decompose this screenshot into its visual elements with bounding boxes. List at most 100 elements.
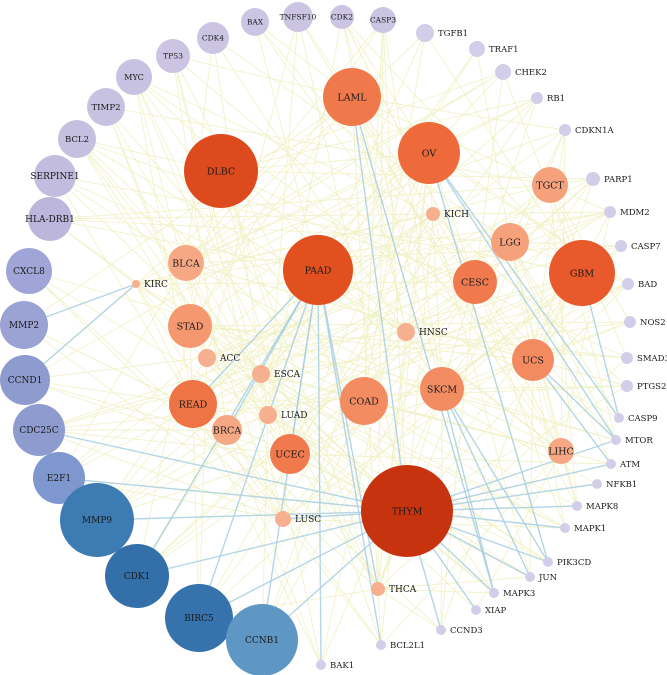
node-label: CCND1 [8,376,43,386]
node-circle [560,523,570,533]
cancer-node-luad: LUAD [259,406,308,424]
node-label: THCA [389,585,417,595]
node-circle [340,377,388,425]
node-label: CDK2 [331,13,353,22]
node-label: HLA-DRB1 [25,215,75,225]
network-edge [432,213,628,387]
network-edge [206,357,495,594]
gene-node-smad3: SMAD3 [621,352,667,364]
node-label: PTGS2 [637,382,666,392]
cancer-node-read: READ [169,380,217,428]
network-edge [405,211,611,333]
node-label: CASP9 [628,414,658,424]
network-edge [49,218,511,243]
node-label: STAD [177,321,204,332]
network-edge [254,21,319,271]
network-edge [260,321,631,375]
network-edge [133,76,365,402]
network-edge [363,400,578,507]
network-edge [172,55,534,361]
network-edge [532,359,612,465]
network-edge [377,588,495,594]
node-circle [489,588,499,598]
node-label: LAML [337,92,367,103]
gene-node-hla-drb1: HLA-DRB1 [25,197,75,241]
node-circle [416,24,434,42]
cancer-node-stad: STAD [168,304,212,348]
cancer-node-laml: LAML [323,68,381,126]
node-label: SKCM [427,384,458,395]
node-label: CCNB1 [245,636,279,646]
network-edge [136,453,291,577]
network-edge [440,281,476,631]
gene-node-mapk3: MAPK3 [489,588,535,599]
network-edge [189,325,628,359]
node-circle [614,413,624,423]
network-edge [23,324,284,520]
node-circle [58,120,96,158]
gene-node-serpine1: SERPINE1 [30,155,80,197]
node-circle [6,248,52,294]
network-edge [220,170,628,359]
gene-node-myc: MYC [116,59,152,95]
node-label: OV [422,148,437,159]
cancer-node-lihc: LIHC [548,438,574,464]
node-label: UCEC [275,449,304,460]
cancer-node-hnsc: HNSC [397,323,448,341]
network-edge [105,106,365,402]
node-label: RB1 [547,94,565,104]
node-circle [615,240,627,252]
gene-node-bax: BAX [241,8,269,36]
network-edge [23,324,408,512]
network-edge [105,106,379,590]
node-circle [586,172,600,186]
node-circle [606,459,616,469]
network-edge [58,213,434,479]
network-edge [76,138,262,375]
node-label: PIK3CD [557,558,591,568]
node-circle [0,355,50,405]
cancer-node-skcm: SKCM [420,367,464,411]
node-label: BCL2 [65,135,89,145]
network-edge [509,241,566,529]
network-edge [38,429,408,512]
network-edge [24,379,408,512]
node-label: GBM [570,268,595,279]
node-label: BIRC5 [184,614,214,624]
cancer-node-kich: KICH [426,207,469,221]
cancer-node-esca: ESCA [252,365,301,383]
node-circle [252,365,270,383]
gene-node-nfkb1: NFKB1 [592,479,637,490]
node-label: MAPK3 [503,589,535,599]
gene-node-cdk1: CDK1 [105,544,169,608]
cancer-node-coad: COAD [340,377,388,425]
cancer-node-blca: BLCA [168,245,204,281]
node-circle [60,483,134,557]
cancer-node-cesc: CESC [453,260,497,304]
node-circle [28,197,72,241]
network-edge [172,55,284,520]
network-edge [226,283,629,431]
network-edge [133,76,194,405]
node-circle [283,235,353,305]
node-label: MDM2 [620,208,650,218]
node-circle [371,582,385,596]
network-edge [380,450,562,646]
node-circle [156,39,190,73]
node-circle [270,434,310,474]
node-label: KICH [444,210,469,220]
node-circle [549,240,615,306]
network-edge [185,262,269,416]
gene-node-casp7: CASP7 [615,240,661,252]
node-label: CCND3 [450,626,483,636]
node-circle [611,435,621,445]
gene-node-casp9: CASP9 [614,413,658,424]
gene-node-cdkn1a: CDKN1A [559,124,615,136]
node-label: BRCA [213,425,241,436]
node-label: ESCA [274,370,301,380]
network-edge [185,97,538,264]
gene-node-mapk1: MAPK1 [560,523,606,534]
network-edge [192,97,538,405]
node-label: DLBC [207,166,235,177]
